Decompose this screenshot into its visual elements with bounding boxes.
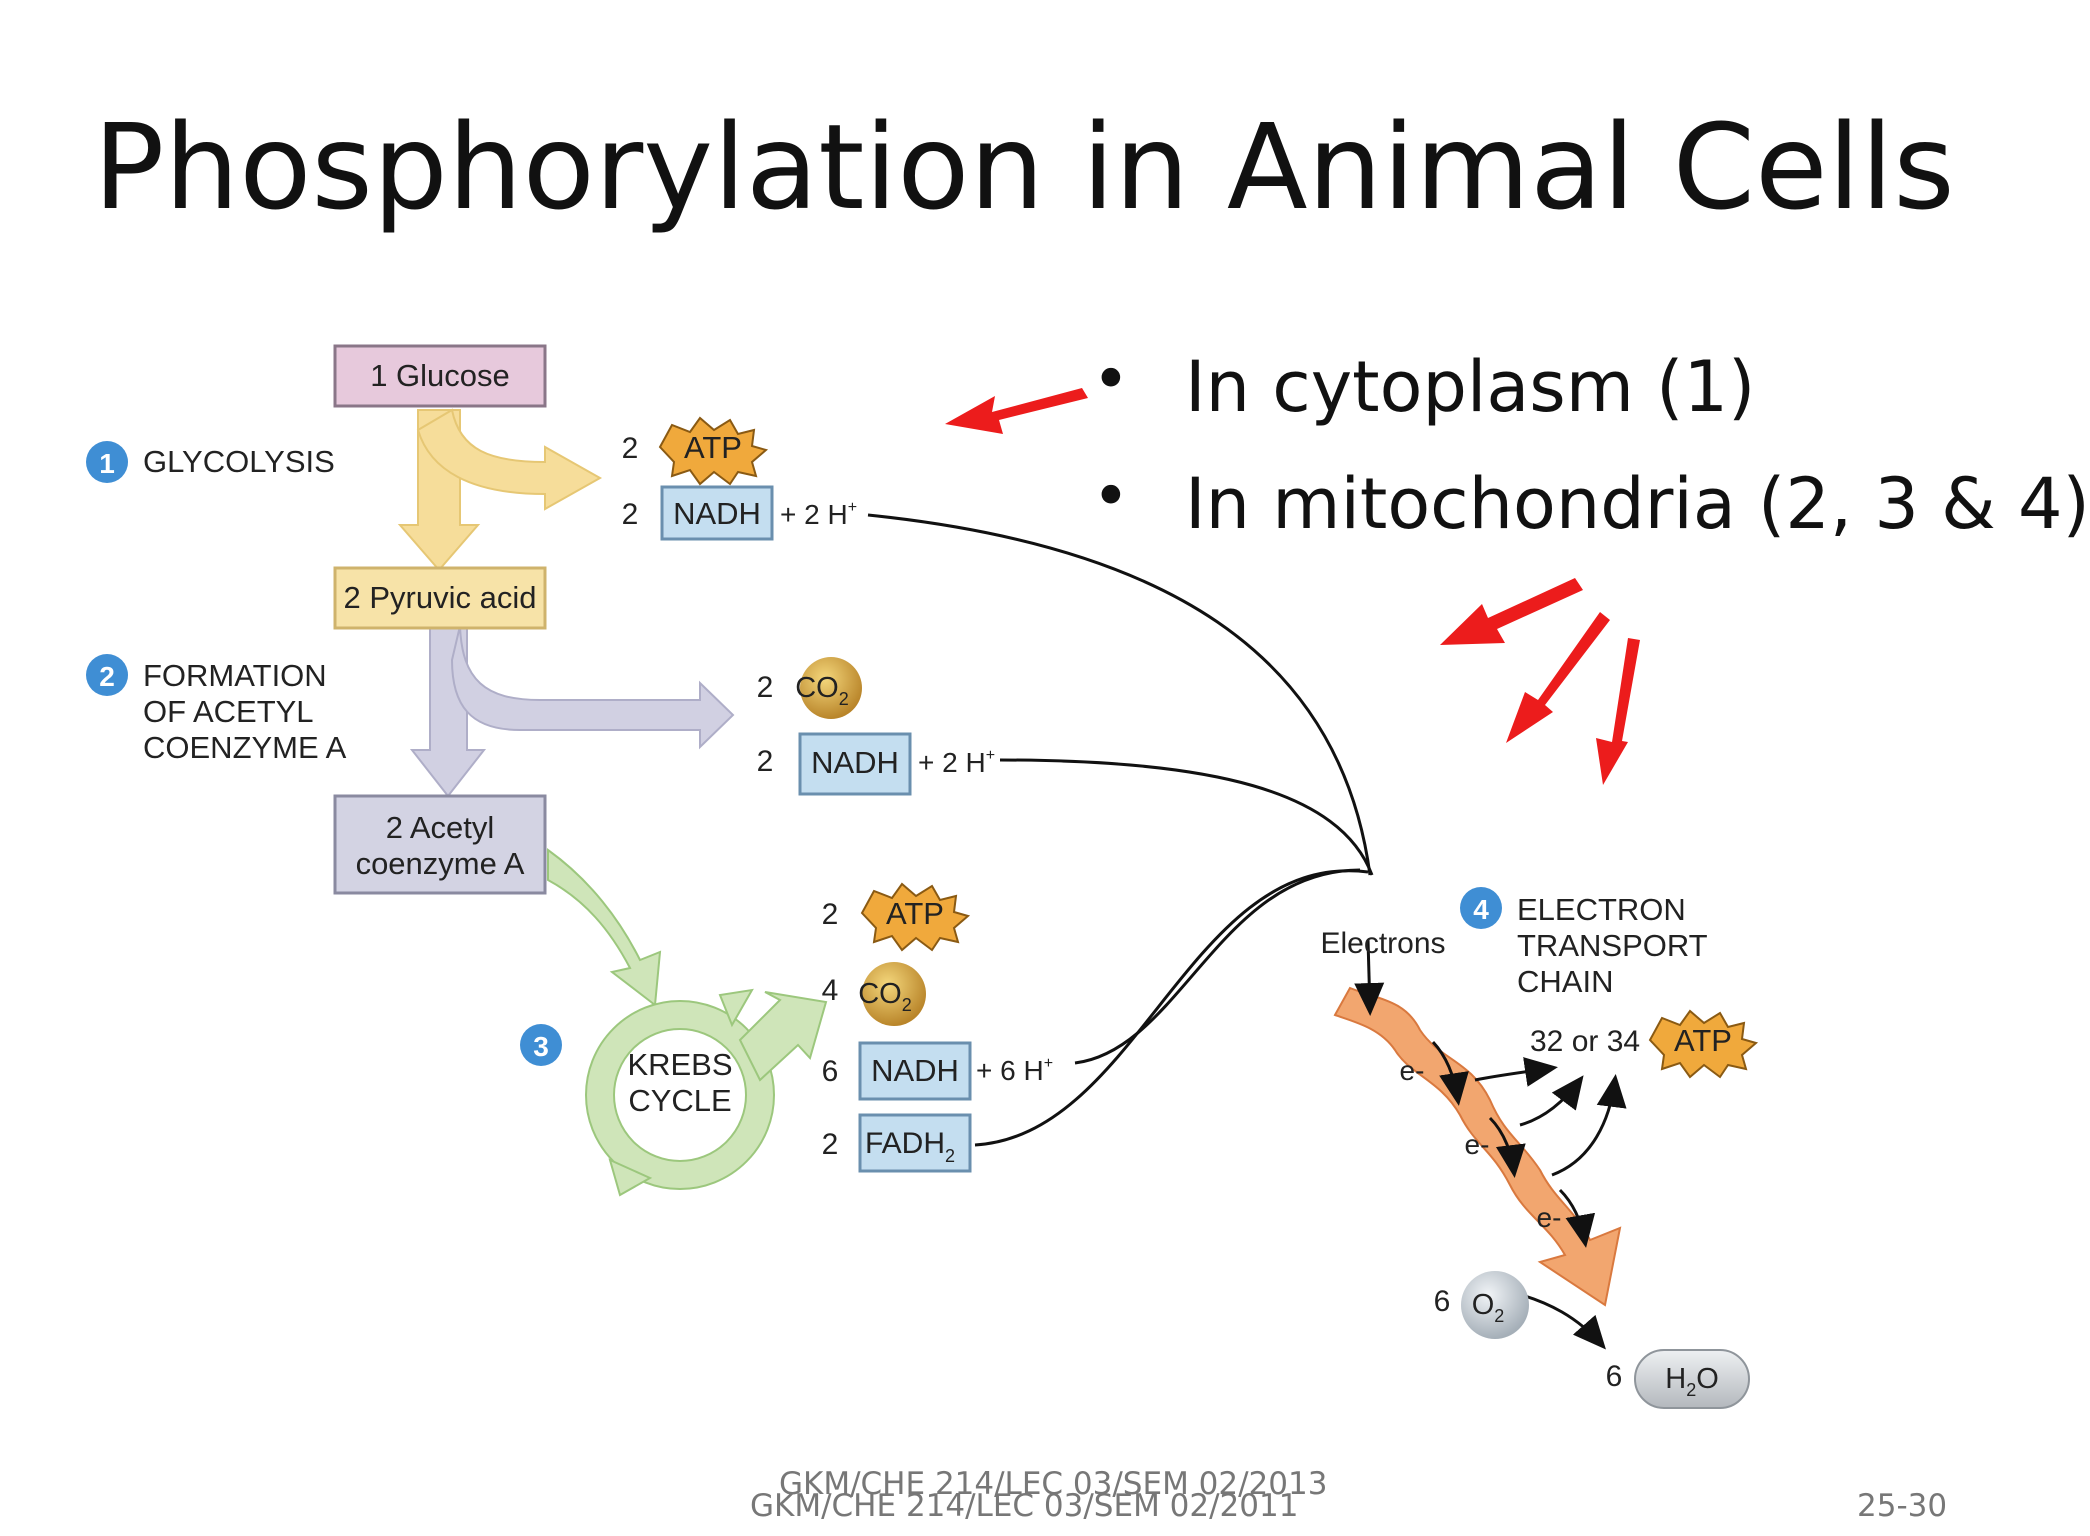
krebs-fadh-label: FADH2 <box>865 1127 955 1166</box>
o2-count: 6 <box>1434 1285 1451 1318</box>
krebs-nadh-count: 6 <box>822 1055 839 1088</box>
slide-number: 25-30 <box>1857 1488 1948 1524</box>
glucose-label: 1 Glucose <box>370 358 510 393</box>
acetyl-co2-ball: CO2 <box>795 657 862 719</box>
glycolysis-atp-count: 2 <box>622 432 639 465</box>
acetyl-nadh-label: NADH <box>811 745 899 780</box>
acetyl-formation-line2: OF ACETYL <box>143 694 314 729</box>
krebs-atp-star: ATP <box>860 882 971 952</box>
acetyl-coa-box: 2 Acetyl coenzyme A <box>333 794 547 895</box>
slide-title: Phosphorylation in Animal Cells <box>93 98 1955 236</box>
krebs-atp-count: 2 <box>822 898 839 931</box>
etc-arrow <box>1333 986 1622 1307</box>
etc-label-line2: TRANSPORT <box>1517 928 1708 963</box>
krebs-label-line1: KREBS <box>627 1047 732 1082</box>
annotation-arrows <box>945 388 1640 785</box>
step1-badge: 1 <box>86 441 128 483</box>
glycolysis-atp-label: ATP <box>684 430 742 465</box>
acetyl-co2-count: 2 <box>757 671 774 704</box>
krebs-fadh-count: 2 <box>822 1128 839 1161</box>
etc-atp-label: ATP <box>1674 1023 1732 1058</box>
electron-label-1: e- <box>1400 1055 1425 1086</box>
respiration-diagram: 1 Glucose 2 Pyruvic acid 2 Acetyl coenzy… <box>86 344 1759 1409</box>
krebs-nadh-box: NADH <box>858 1041 972 1101</box>
step1-number: 1 <box>99 448 115 479</box>
glycolysis-arrow <box>397 408 603 572</box>
krebs-co2-label: CO2 <box>858 978 912 1015</box>
electron-wires <box>867 513 1385 1147</box>
h2o-label: H2O <box>1665 1363 1719 1400</box>
electron-label-3: e- <box>1537 1202 1562 1233</box>
h2o-pill: H2O <box>1634 1349 1750 1409</box>
etc-atp-yield: 32 or 34 <box>1530 1025 1640 1058</box>
glucose-box: 1 Glucose <box>333 344 547 408</box>
h2o-count: 6 <box>1606 1360 1623 1393</box>
krebs-h-plus: + 6 H+ <box>976 1055 1053 1086</box>
pyruvic-acid-label: 2 Pyruvic acid <box>344 580 537 615</box>
bullet-mitochondria: In mitochondria (2, 3 & 4) <box>1092 465 2090 539</box>
krebs-co2-count: 4 <box>822 974 839 1007</box>
o2-ball: O2 <box>1461 1271 1529 1339</box>
step4-badge: 4 <box>1460 887 1502 929</box>
acetyl-nadh-box: NADH <box>798 732 912 796</box>
step2-badge: 2 <box>86 654 128 696</box>
bullet-list: In cytoplasm (1) In mitochondria (2, 3 &… <box>1092 348 2090 586</box>
etc-electron-arrows <box>1431 1040 1596 1248</box>
electrons-label: Electrons <box>1320 927 1445 960</box>
acetyl-formation-line1: FORMATION <box>143 658 327 693</box>
pyruvic-acid-box: 2 Pyruvic acid <box>333 566 547 630</box>
glycolysis-nadh-box: NADH <box>660 485 774 541</box>
acetyl-coa-line1: 2 Acetyl <box>386 810 495 845</box>
krebs-co2-ball: CO2 <box>858 962 926 1026</box>
acetyl-coa-line2: coenzyme A <box>356 846 525 881</box>
krebs-atp-label: ATP <box>886 896 944 931</box>
acetyl-nadh-count: 2 <box>757 745 774 778</box>
glycolysis-nadh-count: 2 <box>622 498 639 531</box>
acetyl-h-plus: + 2 H+ <box>918 747 995 778</box>
o2-label: O2 <box>1472 1289 1505 1326</box>
step3-badge: 3 <box>520 1024 562 1066</box>
electron-label-2: e- <box>1465 1129 1490 1160</box>
glycolysis-atp-star: ATP <box>658 416 769 486</box>
krebs-fadh-box: FADH2 <box>858 1113 972 1173</box>
krebs-nadh-label: NADH <box>871 1053 959 1088</box>
glycolysis-nadh-label: NADH <box>673 496 761 531</box>
step4-number: 4 <box>1473 894 1489 925</box>
bullet-cytoplasm: In cytoplasm (1) <box>1092 348 2090 422</box>
step3-number: 3 <box>533 1031 549 1062</box>
glycolysis-h-plus: + 2 H+ <box>780 499 857 530</box>
glycolysis-label: GLYCOLYSIS <box>143 444 335 479</box>
etc-label-line1: ELECTRON <box>1517 892 1686 927</box>
acetyl-formation-arrow <box>409 625 735 798</box>
step2-number: 2 <box>99 661 115 692</box>
etc-label-line3: CHAIN <box>1517 964 1613 999</box>
footer-course-code-2: GKM/CHE 214/LEC 03/SEM 02/2011 <box>750 1488 1299 1524</box>
krebs-arrows <box>547 848 828 1197</box>
acetyl-co2-label: CO2 <box>795 672 849 709</box>
acetyl-formation-line3: COENZYME A <box>143 730 347 765</box>
etc-atp-star: ATP <box>1648 1009 1759 1079</box>
krebs-label-line2: CYCLE <box>628 1083 731 1118</box>
footer-course-code-1: GKM/CHE 214/LEC 03/SEM 02/2013 <box>779 1466 1328 1502</box>
